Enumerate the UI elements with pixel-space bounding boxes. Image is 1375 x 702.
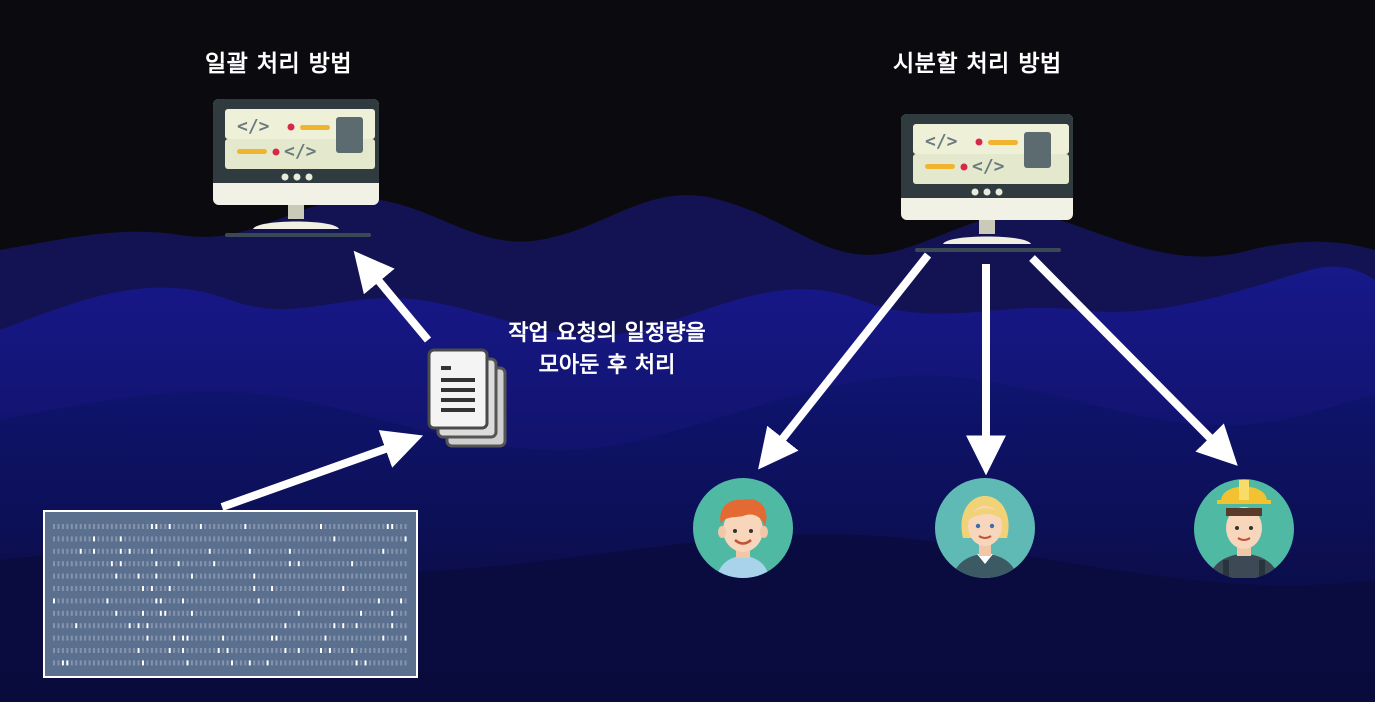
boy-avatar-icon: [693, 478, 793, 578]
worker-avatar-icon: [1194, 479, 1294, 578]
svg-text:</>: </>: [237, 116, 270, 137]
batch-description-line1: 작업 요청의 일정량을: [508, 321, 706, 346]
timesharing-processing-title: 시분할 처리 방법: [893, 51, 1062, 77]
monitor-code-icon: </> </>: [901, 114, 1073, 252]
svg-text:</>: </>: [925, 131, 958, 152]
svg-text:</>: </>: [972, 156, 1005, 177]
woman-avatar-icon: [935, 478, 1035, 578]
punch-card-image: [43, 510, 418, 678]
svg-text:</>: </>: [284, 141, 317, 162]
monitor-code-icon: </> </>: [213, 99, 379, 237]
document-stack-icon: [427, 348, 507, 448]
batch-processing-title: 일괄 처리 방법: [205, 51, 352, 77]
batch-description-line2: 모아둔 후 처리: [538, 353, 676, 378]
batch-description: 작업 요청의 일정량을 모아둔 후 처리: [478, 318, 736, 382]
